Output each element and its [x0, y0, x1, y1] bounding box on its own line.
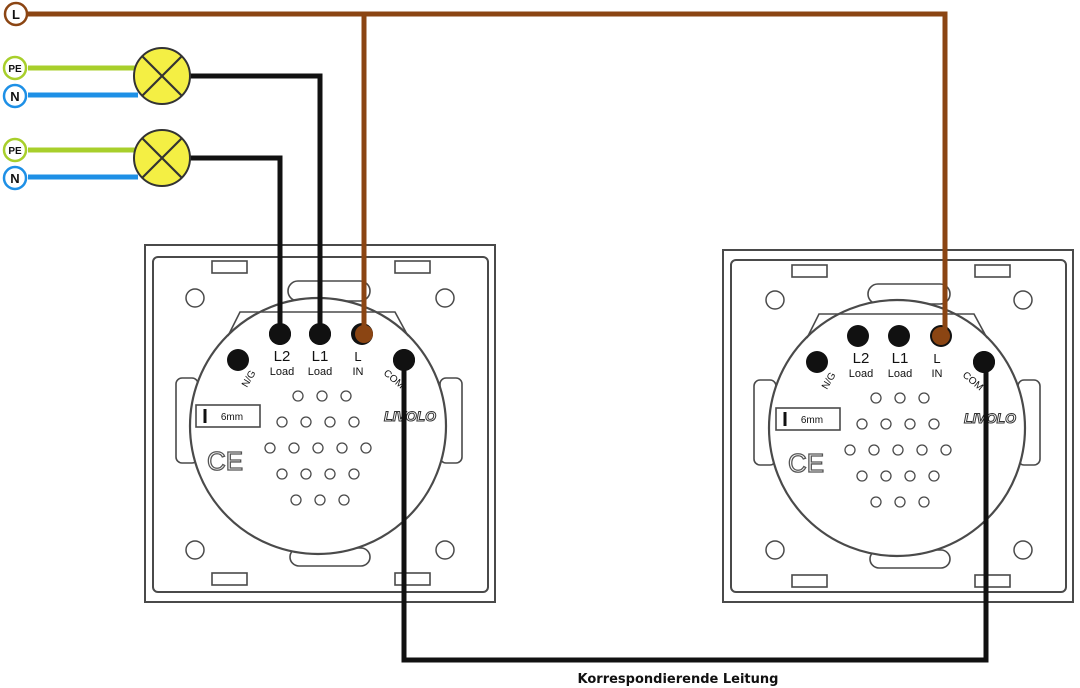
clip [394, 260, 431, 274]
ce-mark: CE [788, 448, 824, 478]
label-l: L [354, 349, 361, 364]
load-wire-l2 [190, 155, 283, 334]
clip [791, 264, 828, 278]
label-l2: L2 [274, 348, 291, 365]
label-l1-load: Load [308, 366, 332, 378]
vent-holes [264, 390, 372, 506]
screw-hole [185, 540, 205, 560]
terminal-ng [227, 349, 249, 371]
terminal-l1 [888, 325, 910, 347]
svg-text:N: N [10, 171, 19, 186]
screw-hole [435, 288, 455, 308]
lamp-1 [133, 47, 191, 105]
screw-hole [185, 288, 205, 308]
neutral-badge-2: N [2, 165, 28, 191]
screw-hole [765, 540, 785, 560]
wires [28, 11, 989, 663]
terminal-ng [806, 351, 828, 373]
clip [211, 260, 248, 274]
brand-logo: LIVOLO [384, 408, 436, 424]
brand-logo: LIVOLO [964, 410, 1016, 426]
depth-gauge [775, 407, 841, 431]
depth-label: 6mm [801, 415, 823, 426]
phase-badge: L [3, 1, 29, 27]
svg-text:N: N [10, 89, 19, 104]
vent-holes [844, 392, 952, 508]
clip [211, 572, 248, 586]
label-l2-load: Load [270, 366, 294, 378]
lamp-2 [133, 129, 191, 187]
screw-hole [1013, 290, 1033, 310]
switch-right: 6mm CE LIVOLO L2 Load L1 Load L IN N/G C… [722, 249, 1074, 603]
clip [974, 574, 1011, 588]
ce-mark: CE [207, 446, 243, 476]
module-notch [806, 313, 988, 339]
clip [394, 572, 431, 586]
traveller-wire [401, 360, 989, 663]
screw-hole [765, 290, 785, 310]
load-wire-l1 [190, 73, 323, 334]
clip [791, 574, 828, 588]
earth-badge-2: PE [2, 137, 28, 163]
screw-hole [435, 540, 455, 560]
label-l1: L1 [892, 350, 909, 367]
depth-gauge [195, 404, 261, 428]
phase-wire-main [28, 11, 948, 336]
label-l1-load: Load [888, 368, 912, 380]
svg-text:PE: PE [8, 146, 22, 157]
label-l2-load: Load [849, 368, 873, 380]
svg-text:L: L [12, 7, 20, 22]
label-l-in: IN [353, 366, 364, 378]
traveller-caption: Korrespondierende Leitung [578, 672, 779, 687]
depth-label: 6mm [221, 412, 243, 423]
switch-right-module [767, 298, 1027, 558]
earth-badge-1: PE [2, 55, 28, 81]
label-l-in: IN [932, 368, 943, 380]
label-l: L [933, 351, 940, 366]
neutral-badge-1: N [2, 83, 28, 109]
terminal-l2 [847, 325, 869, 347]
screw-hole [1013, 540, 1033, 560]
label-l1: L1 [312, 348, 329, 365]
svg-text:PE: PE [8, 64, 22, 75]
label-l2: L2 [853, 350, 870, 367]
clip [974, 264, 1011, 278]
